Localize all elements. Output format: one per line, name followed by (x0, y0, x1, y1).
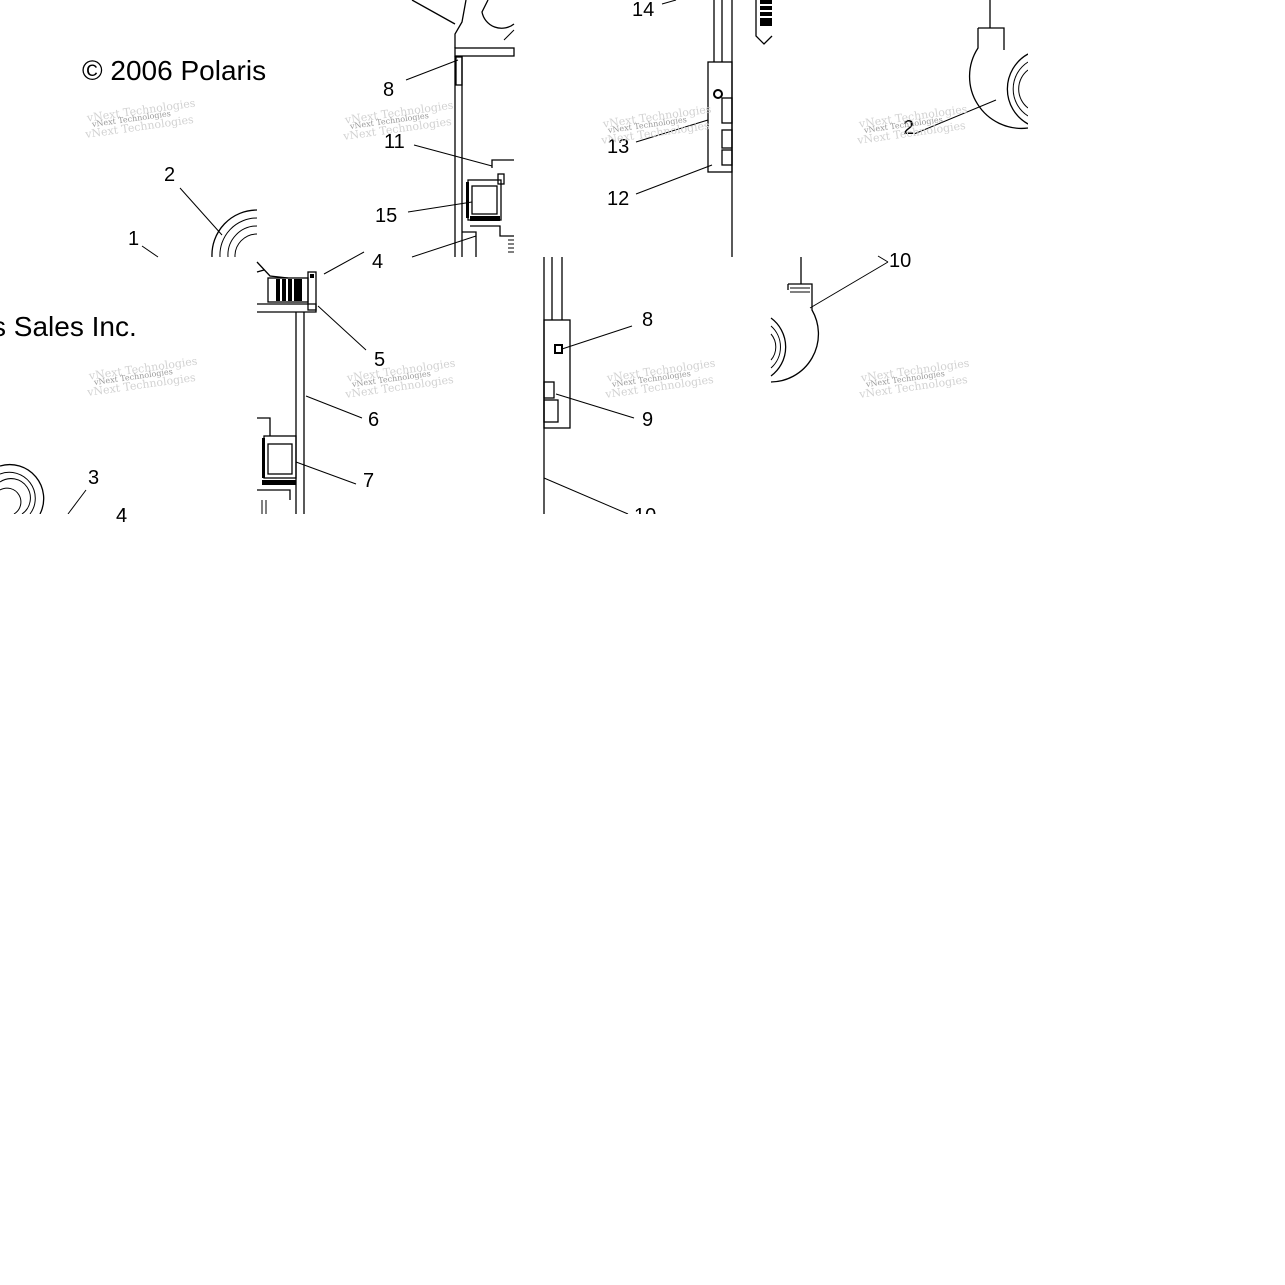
leader-line-10 (809, 261, 889, 309)
leader-line-6 (305, 395, 363, 419)
callout-1: 1 (128, 228, 139, 250)
watermark: vNext Technologies vNext Technologies vN… (343, 356, 456, 401)
cylinder-head-profile (0, 463, 45, 515)
tile-3: 14 13 12 vNext Technologies vNext Techno… (599, 0, 773, 257)
leader-line-2 (179, 187, 223, 236)
leader-line-10 (543, 477, 629, 515)
leader-line-1 (141, 245, 159, 258)
watermark: vNext Technologies vNext Technologies vN… (603, 356, 716, 401)
callout-7: 7 (363, 470, 374, 492)
leader-line-8 (561, 325, 633, 350)
callout-14: 14 (632, 0, 654, 21)
watermark: vNext Technologies vNext Technologies vN… (83, 96, 196, 141)
callout-8: 8 (642, 309, 653, 331)
leader-line-5 (317, 305, 367, 351)
leader-line-15 (407, 201, 473, 213)
spring-coil (755, 0, 773, 45)
tile-4: 2 vNext Technologies vNext Technologies … (855, 0, 1029, 147)
leader-line-7 (295, 461, 357, 485)
callout-4-bottom: 4 (116, 505, 127, 527)
callout-3: 3 (88, 467, 99, 489)
callout-2: 2 (903, 117, 914, 139)
copyright-text-part2: s Sales Inc. (0, 311, 137, 342)
callout-8: 8 (383, 79, 394, 101)
leader-line-10-tick (877, 255, 889, 263)
seal-ring (257, 417, 297, 514)
callout-15: 15 (375, 205, 397, 227)
callout-9: 9 (642, 409, 653, 431)
leader-line-12 (635, 164, 713, 195)
tile-6: 4 5 6 7 vNext Technologies vNext Technol… (256, 251, 457, 514)
callout-5: 5 (374, 349, 385, 371)
threaded-fitting (508, 239, 514, 253)
tile-8: 10 vNext Technologies vNext Technologies… (770, 250, 971, 401)
leader-line-2 (913, 99, 997, 135)
watermark: vNext Technologies vNext Technologies vN… (855, 102, 968, 147)
copyright-text-part1: © 2006 Polaris (82, 55, 266, 86)
callout-2: 2 (164, 164, 175, 186)
leader-line-8 (405, 59, 459, 81)
tile-7: 8 9 10 vNext Technologies vNext Technolo… (543, 257, 717, 527)
callout-4: 4 (372, 251, 383, 273)
threaded-plug (267, 271, 317, 311)
leader-line-13 (635, 119, 709, 143)
tile-5: s Sales Inc. vNext Technologies vNext Te… (0, 311, 199, 527)
watermark: vNext Technologies vNext Technologies vN… (85, 354, 198, 399)
leader-line-4-top (411, 235, 477, 258)
leader-line-11 (413, 144, 493, 167)
callout-6: 6 (368, 409, 379, 431)
tile-1: © 2006 Polaris vNext Technologies vNext … (82, 55, 266, 258)
leader-line-14 (661, 0, 677, 5)
tile-2: 8 11 15 vNext Technologies vNext Technol… (341, 0, 515, 258)
callout-10: 10 (889, 250, 911, 272)
leader-line-9 (555, 393, 635, 419)
cylinder-head-profile (211, 209, 258, 258)
callout-12: 12 (607, 188, 629, 210)
watermark: vNext Technologies vNext Technologies vN… (857, 356, 970, 401)
callout-11: 11 (384, 131, 405, 153)
leader-line-4 (323, 251, 365, 275)
watermark: vNext Technologies vNext Technologies vN… (599, 102, 712, 147)
leader-line-3 (67, 489, 87, 515)
callout-13: 13 (607, 136, 629, 158)
